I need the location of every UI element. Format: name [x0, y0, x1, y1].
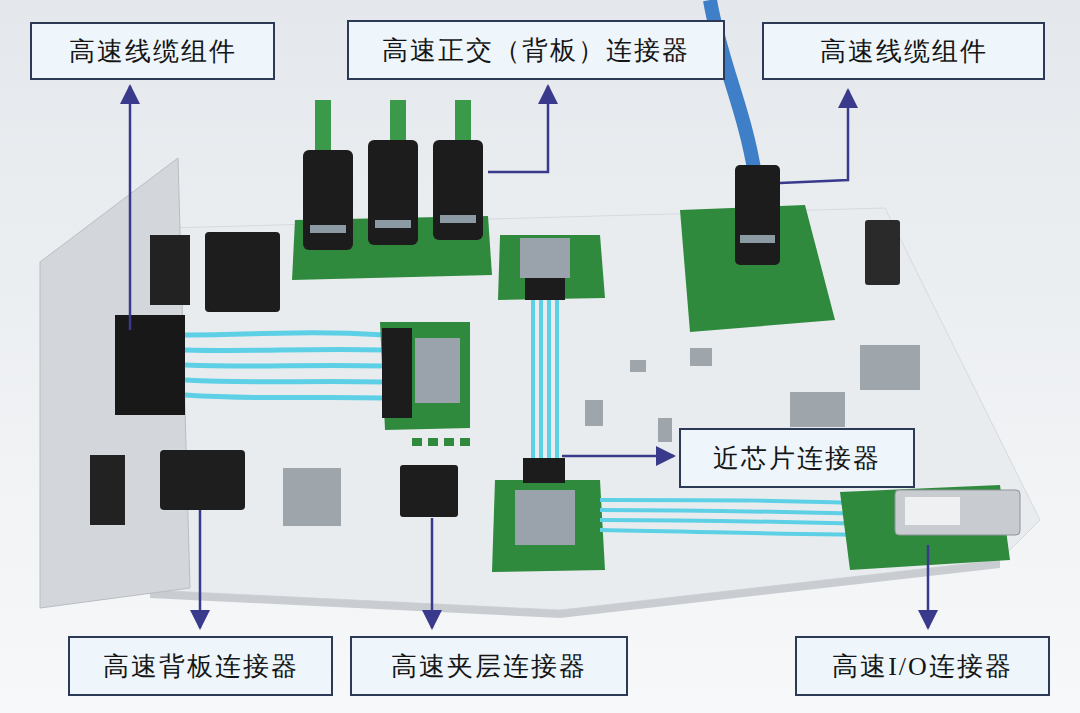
callout-label: 近芯片连接器 [713, 441, 881, 476]
callout-label: 高速线缆组件 [69, 34, 237, 69]
callout-box: 高速线缆组件 [762, 22, 1045, 80]
callout-label: 高速背板连接器 [103, 649, 299, 684]
callout-box: 高速正交（背板）连接器 [347, 20, 725, 80]
callout-label: 高速夹层连接器 [391, 649, 587, 684]
callout-box: 高速线缆组件 [30, 22, 275, 80]
callout-label: 高速线缆组件 [820, 34, 988, 69]
callout-box: 高速I/O连接器 [795, 636, 1050, 696]
callout-box: 高速背板连接器 [68, 636, 333, 696]
callout-label: 高速I/O连接器 [832, 649, 1013, 684]
callout-box: 近芯片连接器 [679, 428, 915, 488]
callout-label: 高速正交（背板）连接器 [382, 33, 690, 68]
callout-box: 高速夹层连接器 [350, 636, 628, 696]
